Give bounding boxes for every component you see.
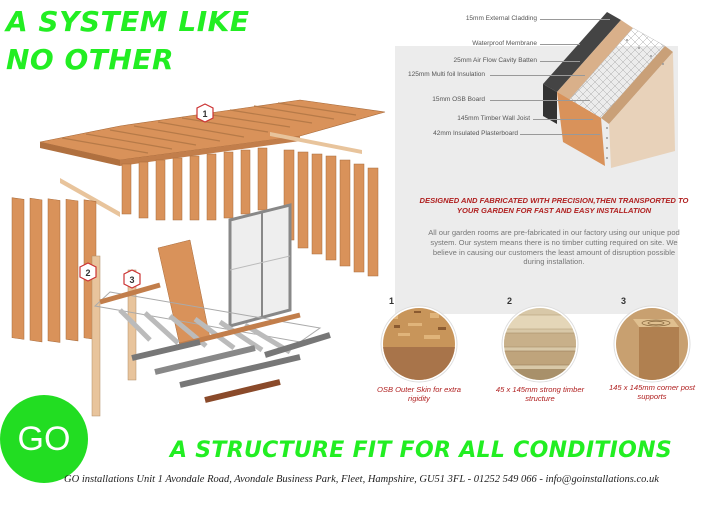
leader-line — [540, 19, 610, 20]
right-wall — [283, 149, 379, 277]
foundation-runners — [131, 332, 331, 403]
osb-board-image — [380, 305, 458, 383]
exploded-building-illustration: 1 2 3 — [11, 99, 386, 417]
feature-2-caption: 45 x 145mm strong timber structure — [495, 385, 585, 403]
callout-1-label: 1 — [202, 109, 207, 119]
headline-line-2: NO OTHER — [6, 43, 175, 76]
feature-1-number: 1 — [389, 296, 395, 306]
feature-3-number: 3 — [621, 296, 627, 306]
timber-structure-image — [501, 305, 579, 383]
intro-body: All our garden rooms are pre-fabricated … — [428, 228, 680, 267]
leader-line — [540, 44, 580, 45]
door-frame — [228, 203, 292, 328]
wall-cross-section-diagram — [543, 12, 675, 168]
corner-post-image — [613, 305, 691, 383]
intro-heading: DESIGNED AND FABRICATED WITH PRECISION,T… — [419, 196, 689, 215]
layer-label-insulation: 125mm Multi foil Insulation — [408, 71, 485, 78]
layer-label-joist: 145mm Timber Wall Joist — [457, 115, 530, 122]
feature-2-number: 2 — [507, 296, 513, 306]
tagline: A STRUCTURE FIT FOR ALL CONDITIONS — [170, 438, 672, 463]
footer-contact: GO installations Unit 1 Avondale Road, A… — [64, 474, 659, 485]
layer-label-osb: 15mm OSB Board — [432, 96, 485, 103]
roof-planks — [39, 99, 386, 166]
callout-2-label: 2 — [85, 268, 90, 278]
callout-3-label: 3 — [129, 275, 134, 285]
headline-line-1: A SYSTEM LIKE — [6, 5, 250, 38]
leader-line — [490, 75, 585, 76]
leader-line — [490, 100, 590, 101]
leader-line — [533, 119, 593, 120]
feature-3-caption: 145 x 145mm corner post supports — [608, 383, 696, 401]
layer-label-membrane: Waterproof Membrane — [472, 40, 537, 47]
back-wall — [121, 147, 268, 221]
layer-label-batten: 25mm Air Flow Cavity Batten — [453, 57, 537, 64]
callout-1: 1 — [196, 103, 214, 123]
go-logo: GO — [0, 395, 88, 483]
leader-line — [520, 134, 600, 135]
callout-3: 3 — [123, 269, 141, 289]
callout-2: 2 — [79, 262, 97, 282]
layer-label-plasterboard: 42mm Insulated Plasterboard — [433, 130, 518, 137]
layer-label-cladding: 15mm External Cladding — [465, 15, 537, 22]
leader-line — [540, 61, 580, 62]
left-wall — [11, 197, 97, 343]
feature-1-caption: OSB Outer Skin for extra rigidity — [377, 385, 461, 403]
